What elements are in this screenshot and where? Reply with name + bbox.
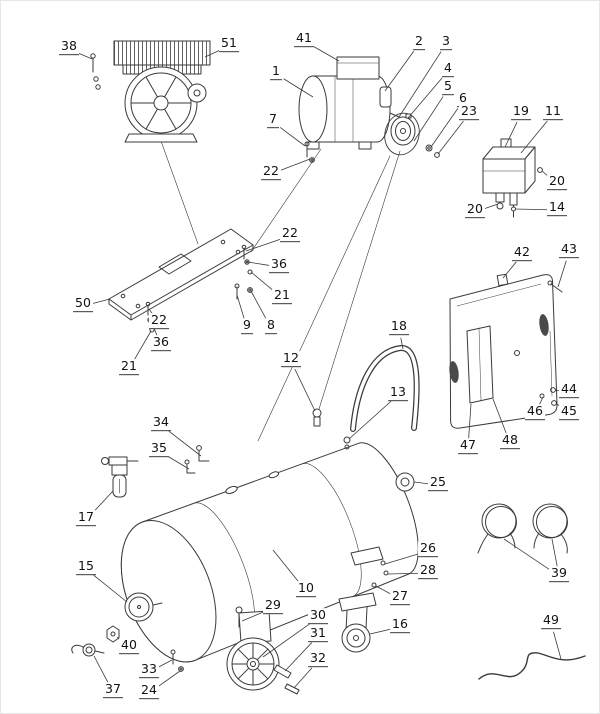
callout-43: 43 <box>559 241 579 259</box>
callout-32: 32 <box>308 650 328 668</box>
callout-34: 34 <box>151 414 171 432</box>
gauge-and-outlet-art <box>71 592 184 672</box>
callout-40: 40 <box>119 637 139 655</box>
callout-7: 7 <box>267 111 279 129</box>
callout-4: 4 <box>442 60 454 78</box>
callout-22: 22 <box>261 163 281 181</box>
callout-9: 9 <box>241 317 253 335</box>
callout-21: 21 <box>119 358 139 376</box>
callout-27: 27 <box>390 588 410 606</box>
callout-21: 21 <box>272 287 292 305</box>
callout-35: 35 <box>149 440 169 458</box>
callout-3: 3 <box>440 33 452 51</box>
callout-11: 11 <box>543 103 563 121</box>
callout-37: 37 <box>103 681 123 699</box>
callout-5: 5 <box>442 78 454 96</box>
callout-45: 45 <box>559 403 579 421</box>
callout-25: 25 <box>428 474 448 492</box>
callout-30: 30 <box>308 607 328 625</box>
callout-20: 20 <box>547 173 567 191</box>
callout-22: 22 <box>149 312 169 330</box>
callout-46: 46 <box>525 403 545 421</box>
hose-coils-art <box>477 503 568 554</box>
callout-17: 17 <box>76 509 96 527</box>
filter-regulator-art <box>101 445 210 498</box>
callout-19: 19 <box>511 103 531 121</box>
callout-44: 44 <box>559 381 579 399</box>
callout-16: 16 <box>390 616 410 634</box>
callout-24: 24 <box>139 682 159 700</box>
callout-18: 18 <box>389 318 409 336</box>
callout-10: 10 <box>296 580 316 598</box>
callout-29: 29 <box>263 597 283 615</box>
drain-valve-art <box>235 606 243 628</box>
tank-art <box>120 442 419 663</box>
callout-12: 12 <box>281 350 301 368</box>
callout-8: 8 <box>265 317 277 335</box>
callout-22: 22 <box>280 225 300 243</box>
callout-33: 33 <box>139 661 159 679</box>
callout-50: 50 <box>73 295 93 313</box>
callout-42: 42 <box>512 244 532 262</box>
fittings-art <box>312 408 415 492</box>
assembly-alignment-lines <box>160 140 401 442</box>
callout-26: 26 <box>418 540 438 558</box>
callout-49: 49 <box>541 612 561 630</box>
motor-art <box>298 56 440 163</box>
callout-36: 36 <box>269 256 289 274</box>
callout-28: 28 <box>418 562 438 580</box>
callout-39: 39 <box>549 565 569 583</box>
belt-guard-art <box>449 273 563 429</box>
callout-1: 1 <box>270 63 282 81</box>
callout-47: 47 <box>458 437 478 455</box>
callout-36: 36 <box>151 334 171 352</box>
power-cord-art <box>478 652 586 680</box>
pump-unit-art <box>90 40 211 143</box>
callout-48: 48 <box>500 432 520 450</box>
caster-art <box>338 546 389 653</box>
callout-15: 15 <box>76 558 96 576</box>
callout-20: 20 <box>465 201 485 219</box>
callout-38: 38 <box>59 38 79 56</box>
mounting-plate-art <box>108 228 254 333</box>
pressure-switch-art <box>482 138 543 218</box>
callout-14: 14 <box>547 199 567 217</box>
callout-51: 51 <box>219 35 239 53</box>
callout-31: 31 <box>308 625 328 643</box>
handle-art <box>350 345 420 432</box>
callout-2: 2 <box>413 33 425 51</box>
callout-41: 41 <box>294 30 314 48</box>
callout-13: 13 <box>388 384 408 402</box>
callout-23: 23 <box>459 103 479 121</box>
